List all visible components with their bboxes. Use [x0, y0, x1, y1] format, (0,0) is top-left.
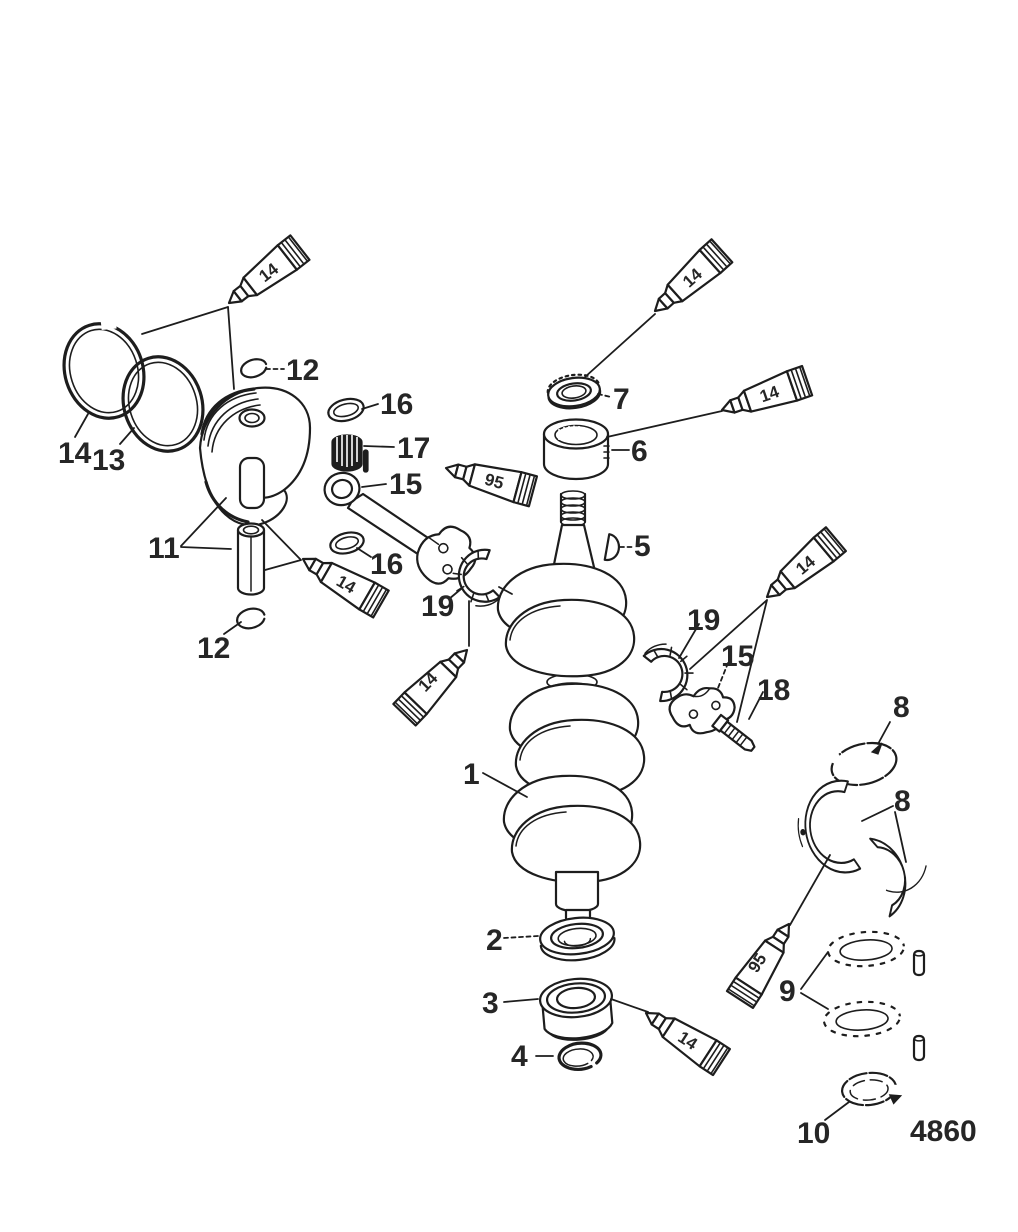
callout-woodruff-key: 5 [634, 530, 651, 563]
callout-piston-assembly: 11 [148, 532, 180, 565]
lower-retaining-clip [557, 1041, 603, 1071]
callout-crankshaft: 1 [463, 758, 480, 791]
wrist-pin-washer-lower [329, 531, 365, 555]
callout-lower-clip: 4 [511, 1040, 528, 1073]
callout-washer-upper: 16 [380, 388, 413, 421]
wrist-pin [236, 522, 266, 596]
center-main-bearing-shell-left [797, 779, 862, 874]
center-main-bearing-shell-right [869, 837, 927, 918]
leader-lines [74, 306, 907, 1121]
upper-main-bearing [542, 418, 610, 481]
callout-locating-ring: 10 [797, 1117, 830, 1150]
crankshaft-lower-stub [554, 870, 600, 924]
callout-rod-cap-screw: 18 [757, 674, 790, 707]
small-end-needle-bearing [331, 434, 369, 473]
center-main-locating-ring [840, 1071, 903, 1107]
lower-oil-seal [539, 916, 616, 962]
callout-lock-ring-upper: 12 [286, 354, 319, 387]
center-main-roller-cage-bottom [823, 999, 901, 1038]
callout-labels: 14 13 12 16 17 15 16 11 12 7 6 5 19 19 1… [58, 354, 911, 1150]
callout-bearing-shells: 8 [894, 785, 911, 818]
callout-piston-ring-second: 13 [92, 444, 125, 477]
piston-pin-boss-hole [238, 408, 266, 428]
callout-rod-cap: 15 [721, 640, 754, 673]
lower-ball-bearing [538, 977, 614, 1041]
loose-needle-roller [362, 449, 369, 473]
connecting-rod-small-end [323, 471, 361, 507]
rod-cap-screw [711, 713, 756, 752]
callout-upper-seal: 7 [613, 383, 630, 416]
loose-roller-top [912, 949, 926, 977]
wrist-pin-lock-ring-upper [240, 358, 268, 379]
callout-connecting-rod: 15 [389, 468, 422, 501]
center-main-retaining-ring [829, 741, 898, 787]
wrist-pin-lock-ring-lower [236, 607, 266, 630]
callout-retaining-ring: 8 [893, 691, 910, 724]
loose-roller-bottom [912, 1034, 926, 1062]
callout-washer-lower: 16 [370, 548, 403, 581]
piston-ring-top [62, 317, 146, 420]
callout-upper-bearing: 6 [631, 435, 648, 468]
callout-needle-bearing: 17 [397, 432, 430, 465]
callout-lower-seal: 2 [486, 924, 503, 957]
crankshaft [496, 490, 646, 924]
sheet-number: 4860 [910, 1115, 977, 1148]
rod-bearing-half-right [640, 635, 700, 705]
callout-lower-bearing: 3 [482, 987, 499, 1020]
center-main-roller-cage-top [827, 929, 905, 968]
wrist-pin-washer-upper [327, 397, 365, 423]
callout-lock-ring-lower: 12 [197, 632, 230, 665]
crankshaft-web-pair-lower [502, 774, 642, 884]
callout-piston-ring-top: 14 [58, 437, 92, 470]
crankshaft-threaded-nose [559, 490, 587, 527]
crankshaft-web-pair-upper [496, 562, 636, 678]
leader-arrowhead [870, 742, 883, 755]
tube-label: 95 [483, 470, 506, 493]
callout-rod-bearing-left: 19 [421, 590, 454, 623]
upper-oil-seal [546, 373, 602, 410]
callout-rod-bearing-right: 19 [687, 604, 720, 637]
callout-roller-cages: 9 [779, 975, 796, 1008]
woodruff-key [603, 533, 621, 562]
piston [198, 386, 312, 527]
piston-ring-second [113, 355, 205, 453]
